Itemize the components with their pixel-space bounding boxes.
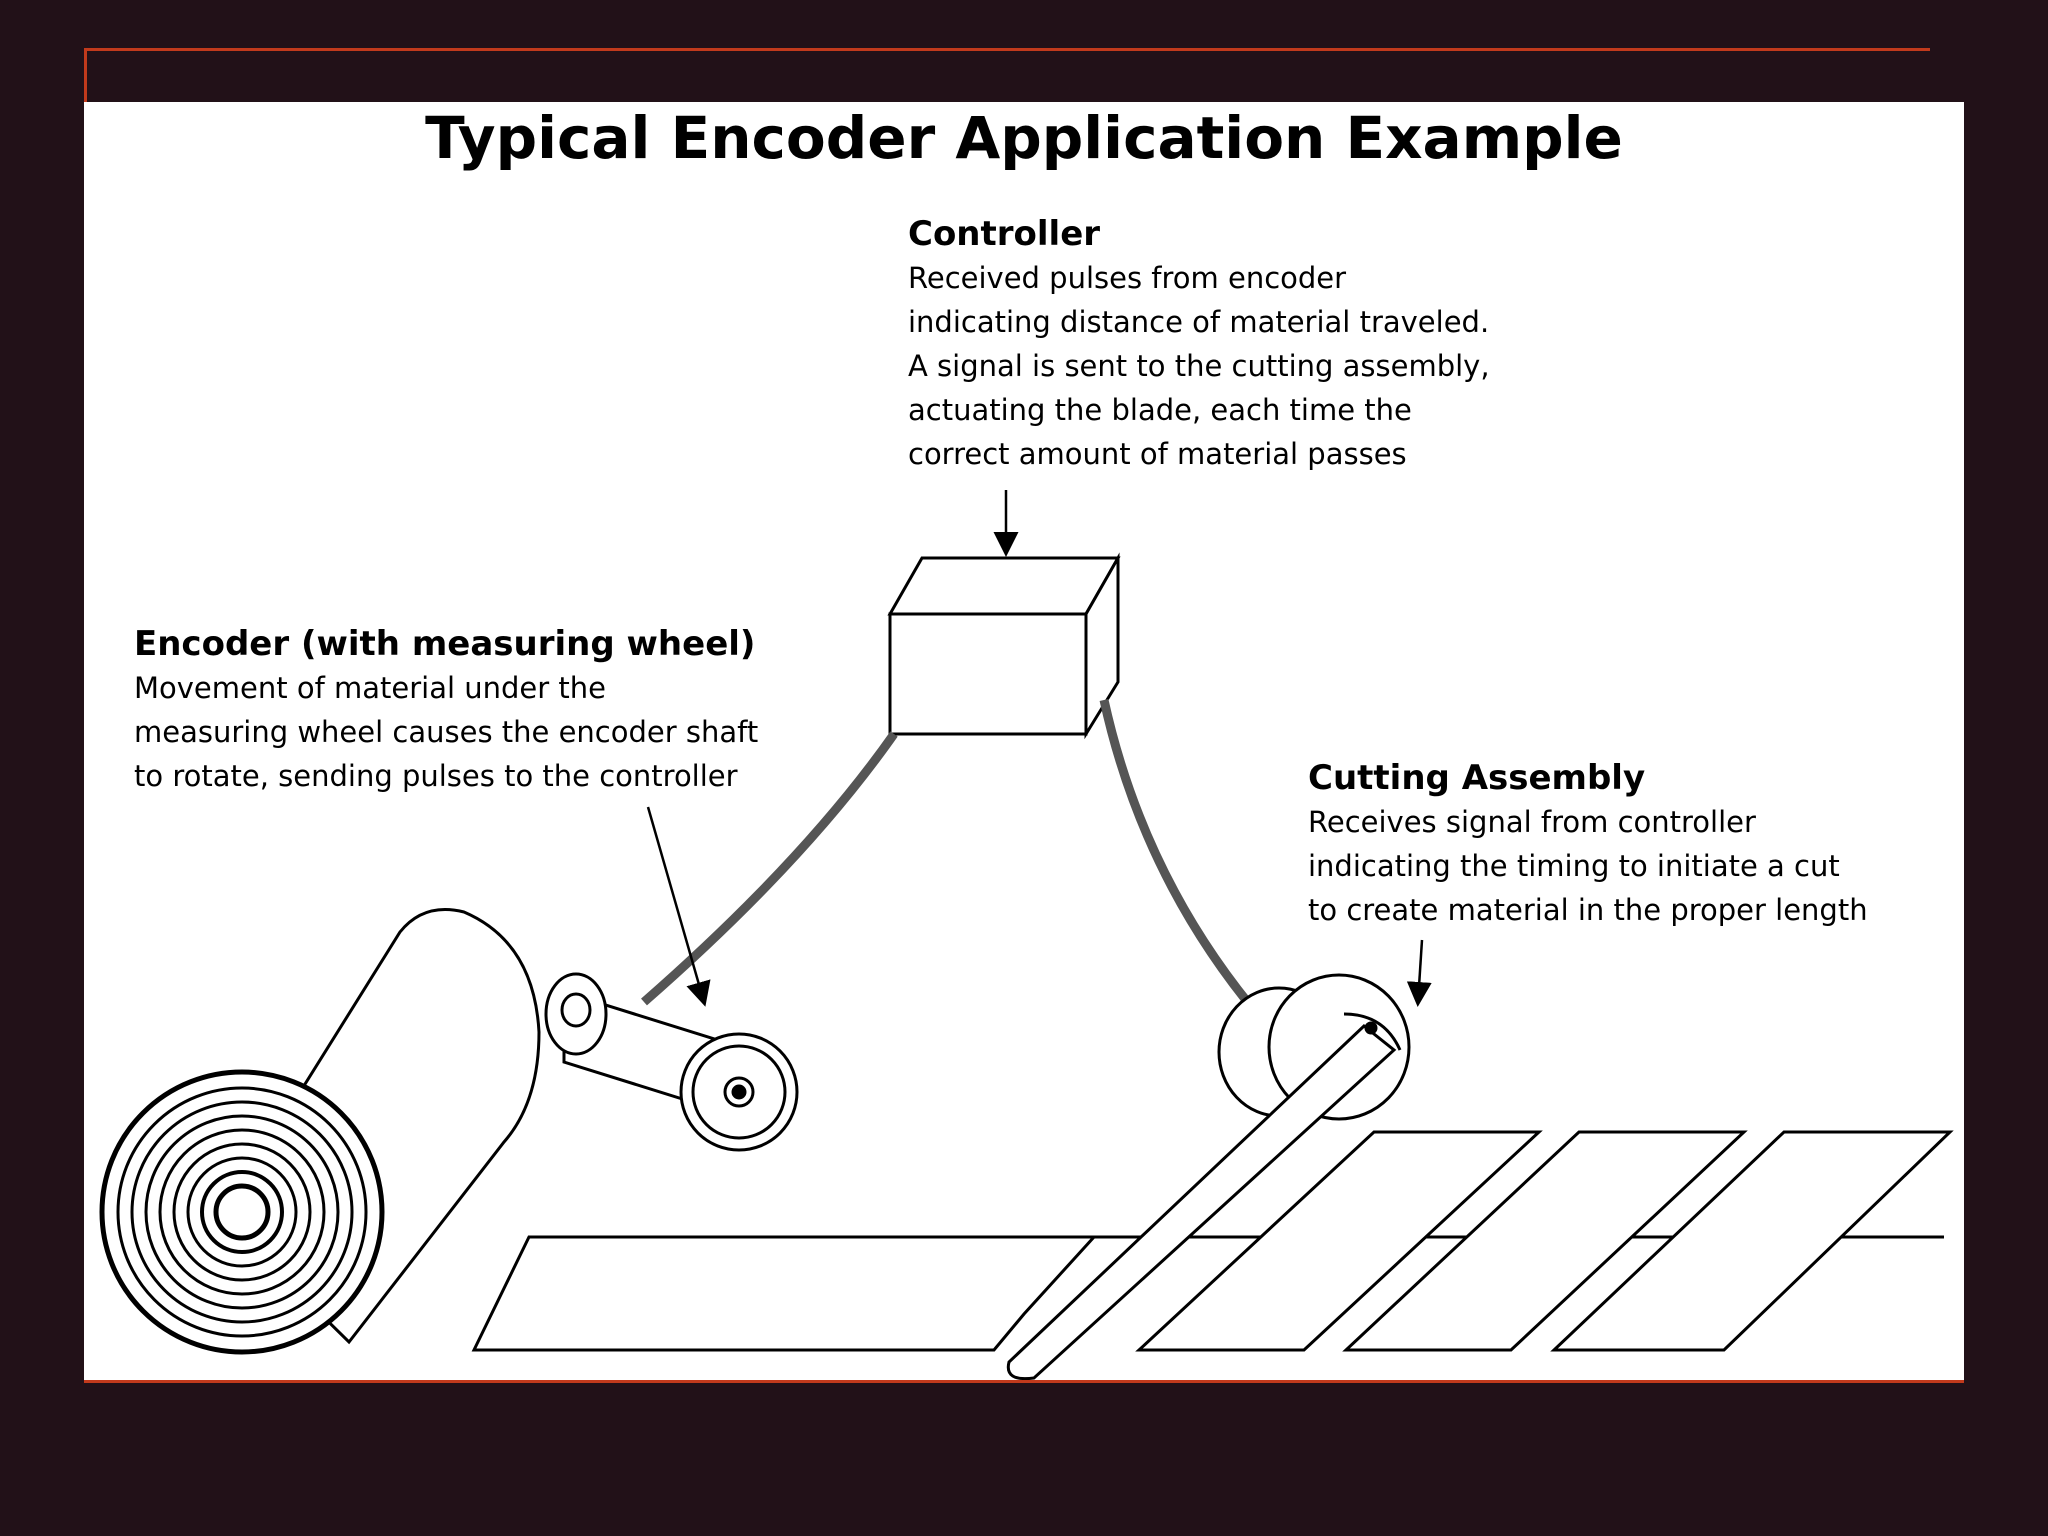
controller-desc-line: correct amount of material passes <box>908 437 1407 471</box>
cutting-label: Cutting Assembly Receives signal from co… <box>1308 756 1868 932</box>
controller-desc-line: Received pulses from encoder <box>908 261 1347 295</box>
arrow-cutting <box>1406 939 1432 1007</box>
cutting-desc-line: to create material in the proper length <box>1308 893 1868 927</box>
encoder-heading: Encoder (with measuring wheel) <box>134 624 756 664</box>
cable-encoder <box>641 731 898 1006</box>
cut-piece-1 <box>1135 1130 1543 1352</box>
diagram-panel: Typical Encoder Application Example Cont… <box>84 102 1964 1382</box>
cutting-heading: Cutting Assembly <box>1308 758 1646 798</box>
encoder-desc-line: Movement of material under the <box>134 671 607 705</box>
cut-piece-3 <box>1550 1130 1954 1352</box>
cable-cutter <box>1099 699 1268 1025</box>
accent-line-bottom <box>84 1380 1964 1383</box>
cutting-assembly <box>1006 973 1411 1381</box>
diagram-title: Typical Encoder Application Example <box>425 104 1623 172</box>
accent-line-top <box>84 48 1930 51</box>
controller-desc-line: A signal is sent to the cutting assembly… <box>908 349 1490 383</box>
encoder-desc-line: to rotate, sending pulses to the control… <box>134 759 738 793</box>
encoder-label: Encoder (with measuring wheel) Movement … <box>134 622 758 798</box>
encoder-with-wheel <box>544 972 799 1152</box>
diagram-drawing <box>99 490 1954 1381</box>
controller-heading: Controller <box>908 214 1101 254</box>
controller-desc-line: indicating distance of material traveled… <box>908 305 1490 339</box>
material-roll <box>99 908 541 1355</box>
arrow-encoder <box>646 806 711 1007</box>
cutting-desc-line: indicating the timing to initiate a cut <box>1308 849 1840 883</box>
controller-box <box>887 552 1121 740</box>
cut-piece-2 <box>1342 1130 1748 1352</box>
controller-label: Controller Received pulses from encoder … <box>908 212 1490 476</box>
encoder-desc-line: measuring wheel causes the encoder shaft <box>134 715 759 749</box>
cutting-desc-line: Receives signal from controller <box>1308 805 1756 839</box>
cut-pieces <box>1135 1130 1954 1352</box>
controller-desc-line: actuating the blade, each time the <box>908 393 1412 427</box>
